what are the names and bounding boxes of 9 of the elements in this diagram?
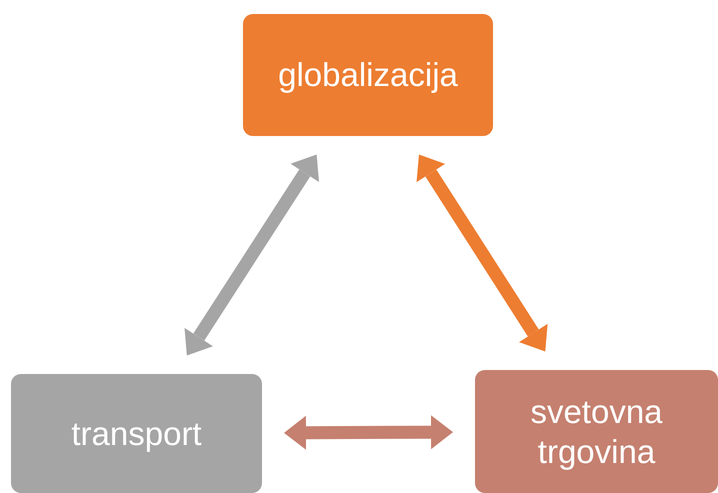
process-box (475, 370, 718, 493)
node-label: globalizacija (278, 55, 458, 95)
node-label: svetovna trgovina (529, 392, 664, 472)
process-box (243, 14, 493, 136)
node-label: transport (71, 414, 202, 454)
double-arrow (284, 415, 453, 450)
double-arrow (184, 154, 320, 356)
double-arrow (416, 154, 548, 352)
process-box (11, 374, 262, 493)
